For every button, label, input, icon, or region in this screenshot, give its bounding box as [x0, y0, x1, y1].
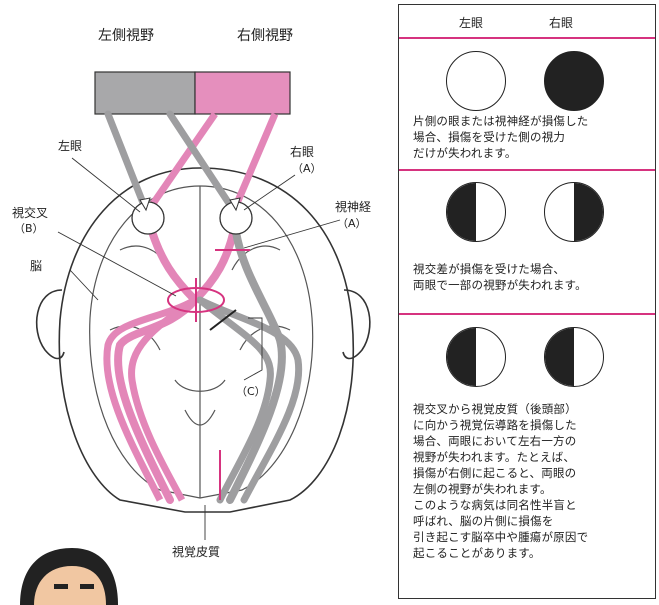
- gray-pathway: [104, 110, 303, 504]
- right-eye-label: 右眼: [290, 144, 314, 159]
- left-eye-header: 左眼: [459, 16, 484, 30]
- section-divider: [399, 313, 655, 315]
- section-3-caption: 視交叉から視覚皮質（後頭部） に向かう視覚伝導路を損傷した 場合、両眼において左…: [413, 402, 589, 560]
- visual-cortex-label: 視覚皮質: [172, 544, 220, 559]
- left-visual-field-block: [94, 71, 196, 115]
- optic-nerve-tag: （A）: [337, 217, 367, 230]
- right-eye-tag: （A）: [292, 162, 322, 175]
- optic-tract-tag: （C）: [236, 385, 266, 398]
- right-visual-field-block: [194, 71, 291, 115]
- tract-damage-marker: [209, 309, 237, 331]
- leader-lines: [57, 157, 341, 540]
- damage-markers: [167, 249, 250, 500]
- right-eye-header: 右眼: [549, 16, 574, 30]
- section-1-caption: 片側の眼または視神経が損傷した 場合、損傷を受けた側の視力 だけが失われます。: [413, 114, 589, 160]
- doctor-avatar: [20, 548, 118, 605]
- right-visual-field-label: 右側視野: [237, 28, 293, 44]
- section-divider: [399, 169, 655, 171]
- left-visual-field-label: 左側視野: [98, 28, 154, 44]
- section-2-left-eye-icon: [446, 182, 506, 242]
- head-outline: [35, 167, 371, 513]
- section-1-right-eye-icon: [544, 51, 604, 111]
- brain-label: 脳: [30, 259, 42, 273]
- optic-chiasm-label: 視交叉: [12, 205, 48, 220]
- optic-nerve-label: 視神経: [335, 199, 371, 214]
- section-1-left-eye-icon: [446, 51, 506, 111]
- left-eye-label: 左眼: [58, 138, 82, 153]
- visual-field-loss-panel: 左眼 右眼 片側の眼または視神経が損傷した 場合、損傷を受けた側の視力 だけが失…: [398, 4, 656, 599]
- section-2-caption: 視交差が損傷を受けた場合、 両眼で一部の視野が失われます。: [413, 262, 587, 292]
- optic-chiasm-tag: （B）: [14, 222, 44, 235]
- field-arrows: [139, 197, 241, 212]
- section-2-right-eye-icon: [544, 182, 604, 242]
- section-3-left-eye-icon: [446, 327, 506, 387]
- section-3-right-eye-icon: [544, 327, 604, 387]
- visual-pathway-diagram: 左側視野 右側視野: [12, 28, 371, 605]
- section-divider: [399, 37, 655, 39]
